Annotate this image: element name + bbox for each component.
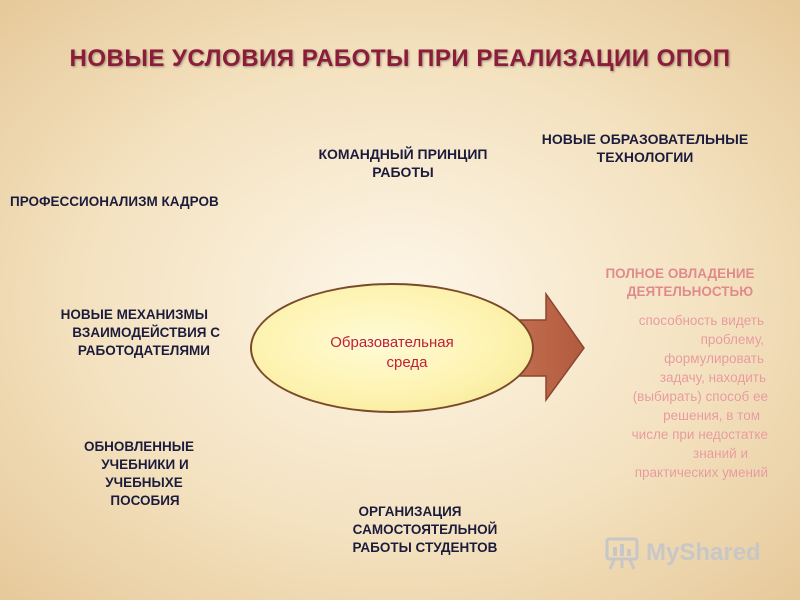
outcome-heading: ПОЛНОЕ ОВЛАДЕНИЕ ДЕЯТЕЛЬНОСТЬЮ (605, 266, 755, 299)
professionalism-label: ПРОФЕССИОНАЛИЗМ КАДРОВ (10, 194, 219, 209)
team-principle-label: КОМАНДНЫЙ ПРИНЦИП РАБОТЫ (318, 146, 488, 180)
educational-environment-ellipse: Образовательная среда (250, 283, 534, 413)
outcome-description: способность видеть проблему, формулирова… (631, 313, 768, 480)
watermark-text: MyShared (646, 539, 761, 566)
updated-textbooks-label: ОБНОВЛЕННЫЕ УЧЕБНИКИ И УЧЕБНЫХЕ ПОСОБИЯ (83, 439, 195, 508)
new-technologies-label: НОВЫЕ ОБРАЗОВАТЕЛЬНЫЕ ТЕХНОЛОГИИ (541, 131, 749, 165)
independent-work-label: ОРГАНИЗАЦИЯ САМОСТОЯТЕЛЬНОЙ РАБОТЫ СТУДЕ… (352, 504, 498, 555)
employer-mechanisms-label: НОВЫЕ МЕХАНИЗМЫ ВЗАИМОДЕЙСТВИЯ С РАБОТОД… (60, 307, 220, 358)
watermark-logo: MyShared (604, 536, 761, 570)
center-line-2: среда (386, 354, 428, 371)
slide-title: НОВЫЕ УСЛОВИЯ РАБОТЫ ПРИ РЕАЛИЗАЦИИ ОПОП (69, 45, 731, 72)
educational-environment-label: Образовательная среда (252, 333, 532, 373)
presentation-board-icon (605, 537, 639, 570)
center-line-1: Образовательная (330, 334, 454, 351)
